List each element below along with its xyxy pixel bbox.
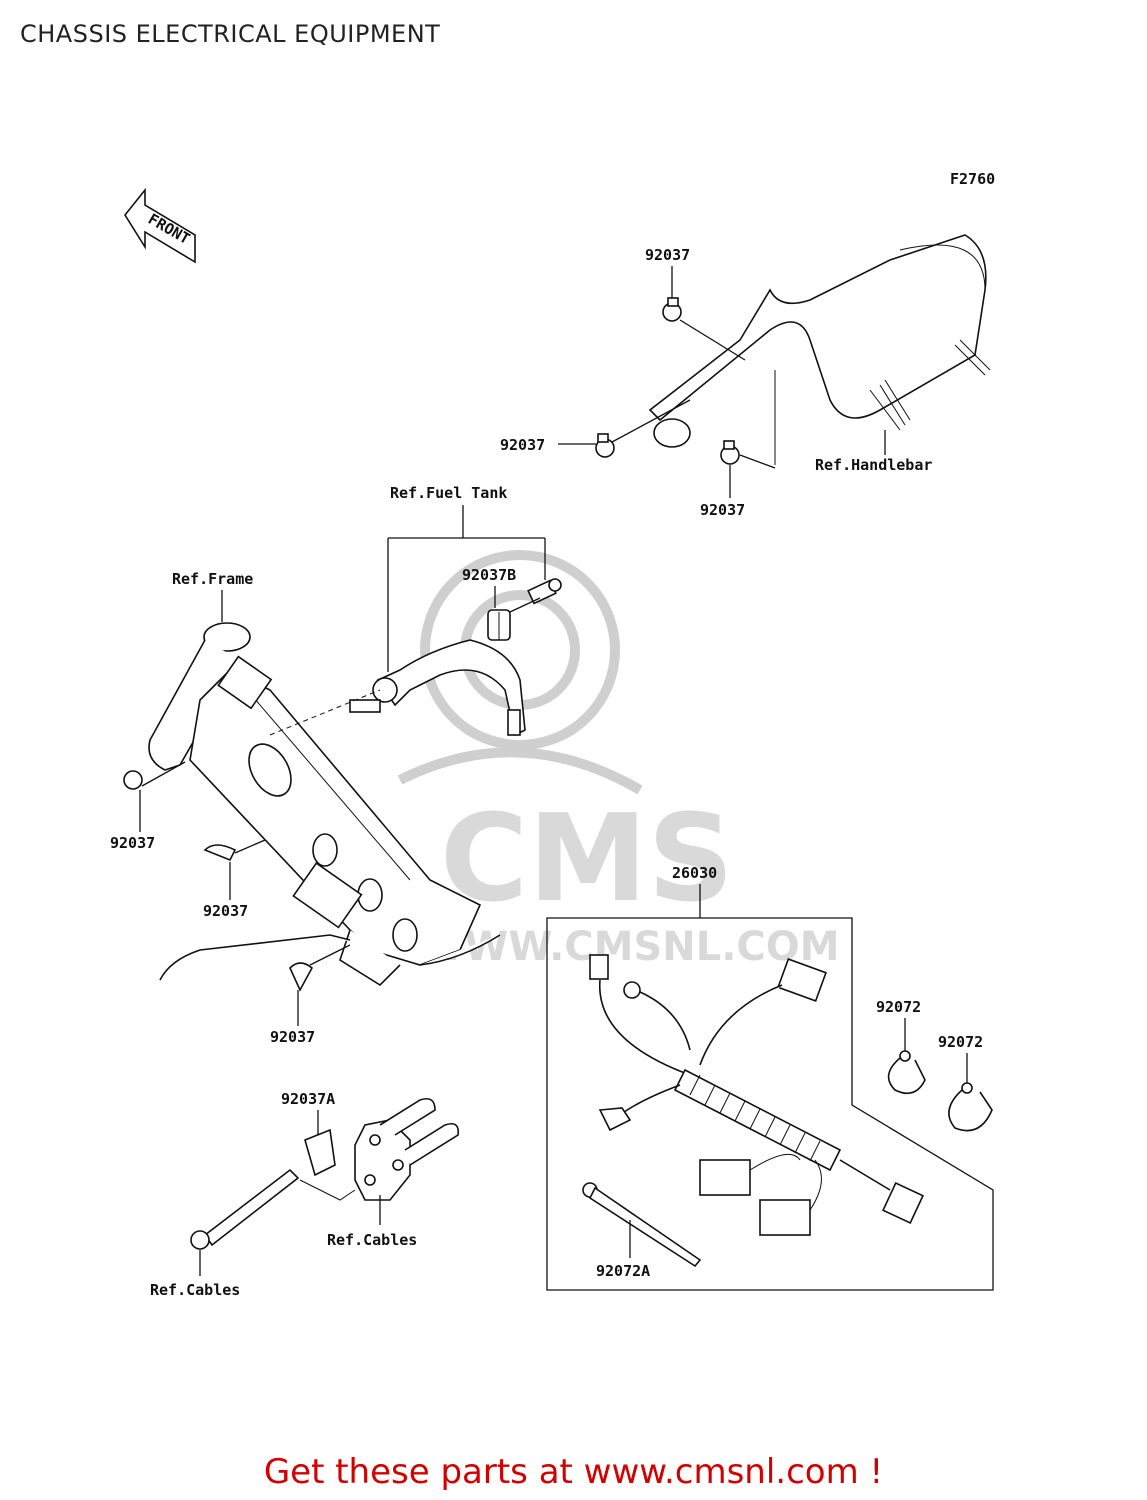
handlebar-illustration (611, 234, 991, 469)
footer-link[interactable]: Get these parts at www.cmsnl.com ! (263, 1452, 884, 1492)
ref-cables-label: Ref.Cables (327, 1231, 417, 1249)
part-number-label: 92072 (876, 998, 921, 1016)
cable-tie-part-icon (582, 1182, 702, 1268)
watermark-url: WWW.CMSNL.COM (420, 924, 840, 970)
part-number-label: 92037 (700, 501, 745, 519)
part-number-label: 92037A (281, 1090, 335, 1108)
cable-tie-part-icon (948, 1082, 993, 1132)
cable-guide-illustration (190, 1097, 460, 1250)
part-number-label: 92037 (110, 834, 155, 852)
page-title: CHASSIS ELECTRICAL EQUIPMENT (20, 20, 441, 48)
part-number-label: 92037 (270, 1028, 315, 1046)
figure-code: F2760 (950, 170, 995, 188)
ref-fuel-tank-label: Ref.Fuel Tank (390, 484, 507, 502)
part-number-label: 92037B (462, 566, 516, 584)
ref-handlebar-label: Ref.Handlebar (815, 456, 932, 474)
clip-part-icon (487, 609, 511, 641)
part-number-label: 92037 (645, 246, 690, 264)
front-arrow-icon: FRONT (124, 187, 196, 264)
ref-frame-label: Ref.Frame (172, 570, 253, 588)
frame-illustration (148, 622, 501, 987)
part-number-label: 92037 (203, 902, 248, 920)
part-number-label: 92072A (596, 1262, 650, 1280)
watermark-brand: CMS (440, 790, 734, 929)
bolt-part-icon (527, 578, 562, 605)
part-number-label: 92072 (938, 1033, 983, 1051)
cable-tie-part-icon (887, 1050, 926, 1095)
ref-cables-label: Ref.Cables (150, 1281, 240, 1299)
wire-harness-illustration (589, 954, 924, 1236)
clamp-part-icon (123, 770, 314, 992)
part-number-label: 92037 (500, 436, 545, 454)
part-number-label: 26030 (672, 864, 717, 882)
clamp-part-icon (595, 297, 740, 465)
